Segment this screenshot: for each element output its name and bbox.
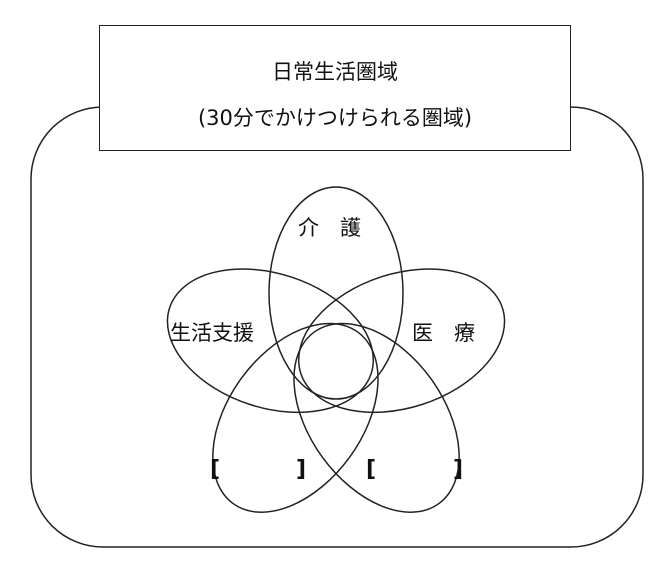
blank-left-close: ] xyxy=(296,457,307,482)
subtitle: (30分でかけつけられる圏域) xyxy=(197,106,473,130)
blank-left-open: [ xyxy=(210,457,221,482)
blank-right-open: [ xyxy=(366,457,377,482)
area-boundary xyxy=(30,106,644,548)
label-care: 介 護 xyxy=(298,216,361,240)
petal-life-support xyxy=(166,268,375,414)
title: 日常生活圏域 xyxy=(272,60,398,84)
petal-medical xyxy=(297,268,506,414)
petal-blank-right xyxy=(293,322,460,513)
blank-right-close: ] xyxy=(453,457,464,482)
petal-blank-left xyxy=(212,322,379,513)
label-life-support: 生活支援 xyxy=(170,321,254,345)
title-box: 日常生活圏域 (30分でかけつけられる圏域) xyxy=(99,25,571,151)
label-medical: 医 療 xyxy=(412,321,475,345)
petal-care xyxy=(268,186,404,400)
